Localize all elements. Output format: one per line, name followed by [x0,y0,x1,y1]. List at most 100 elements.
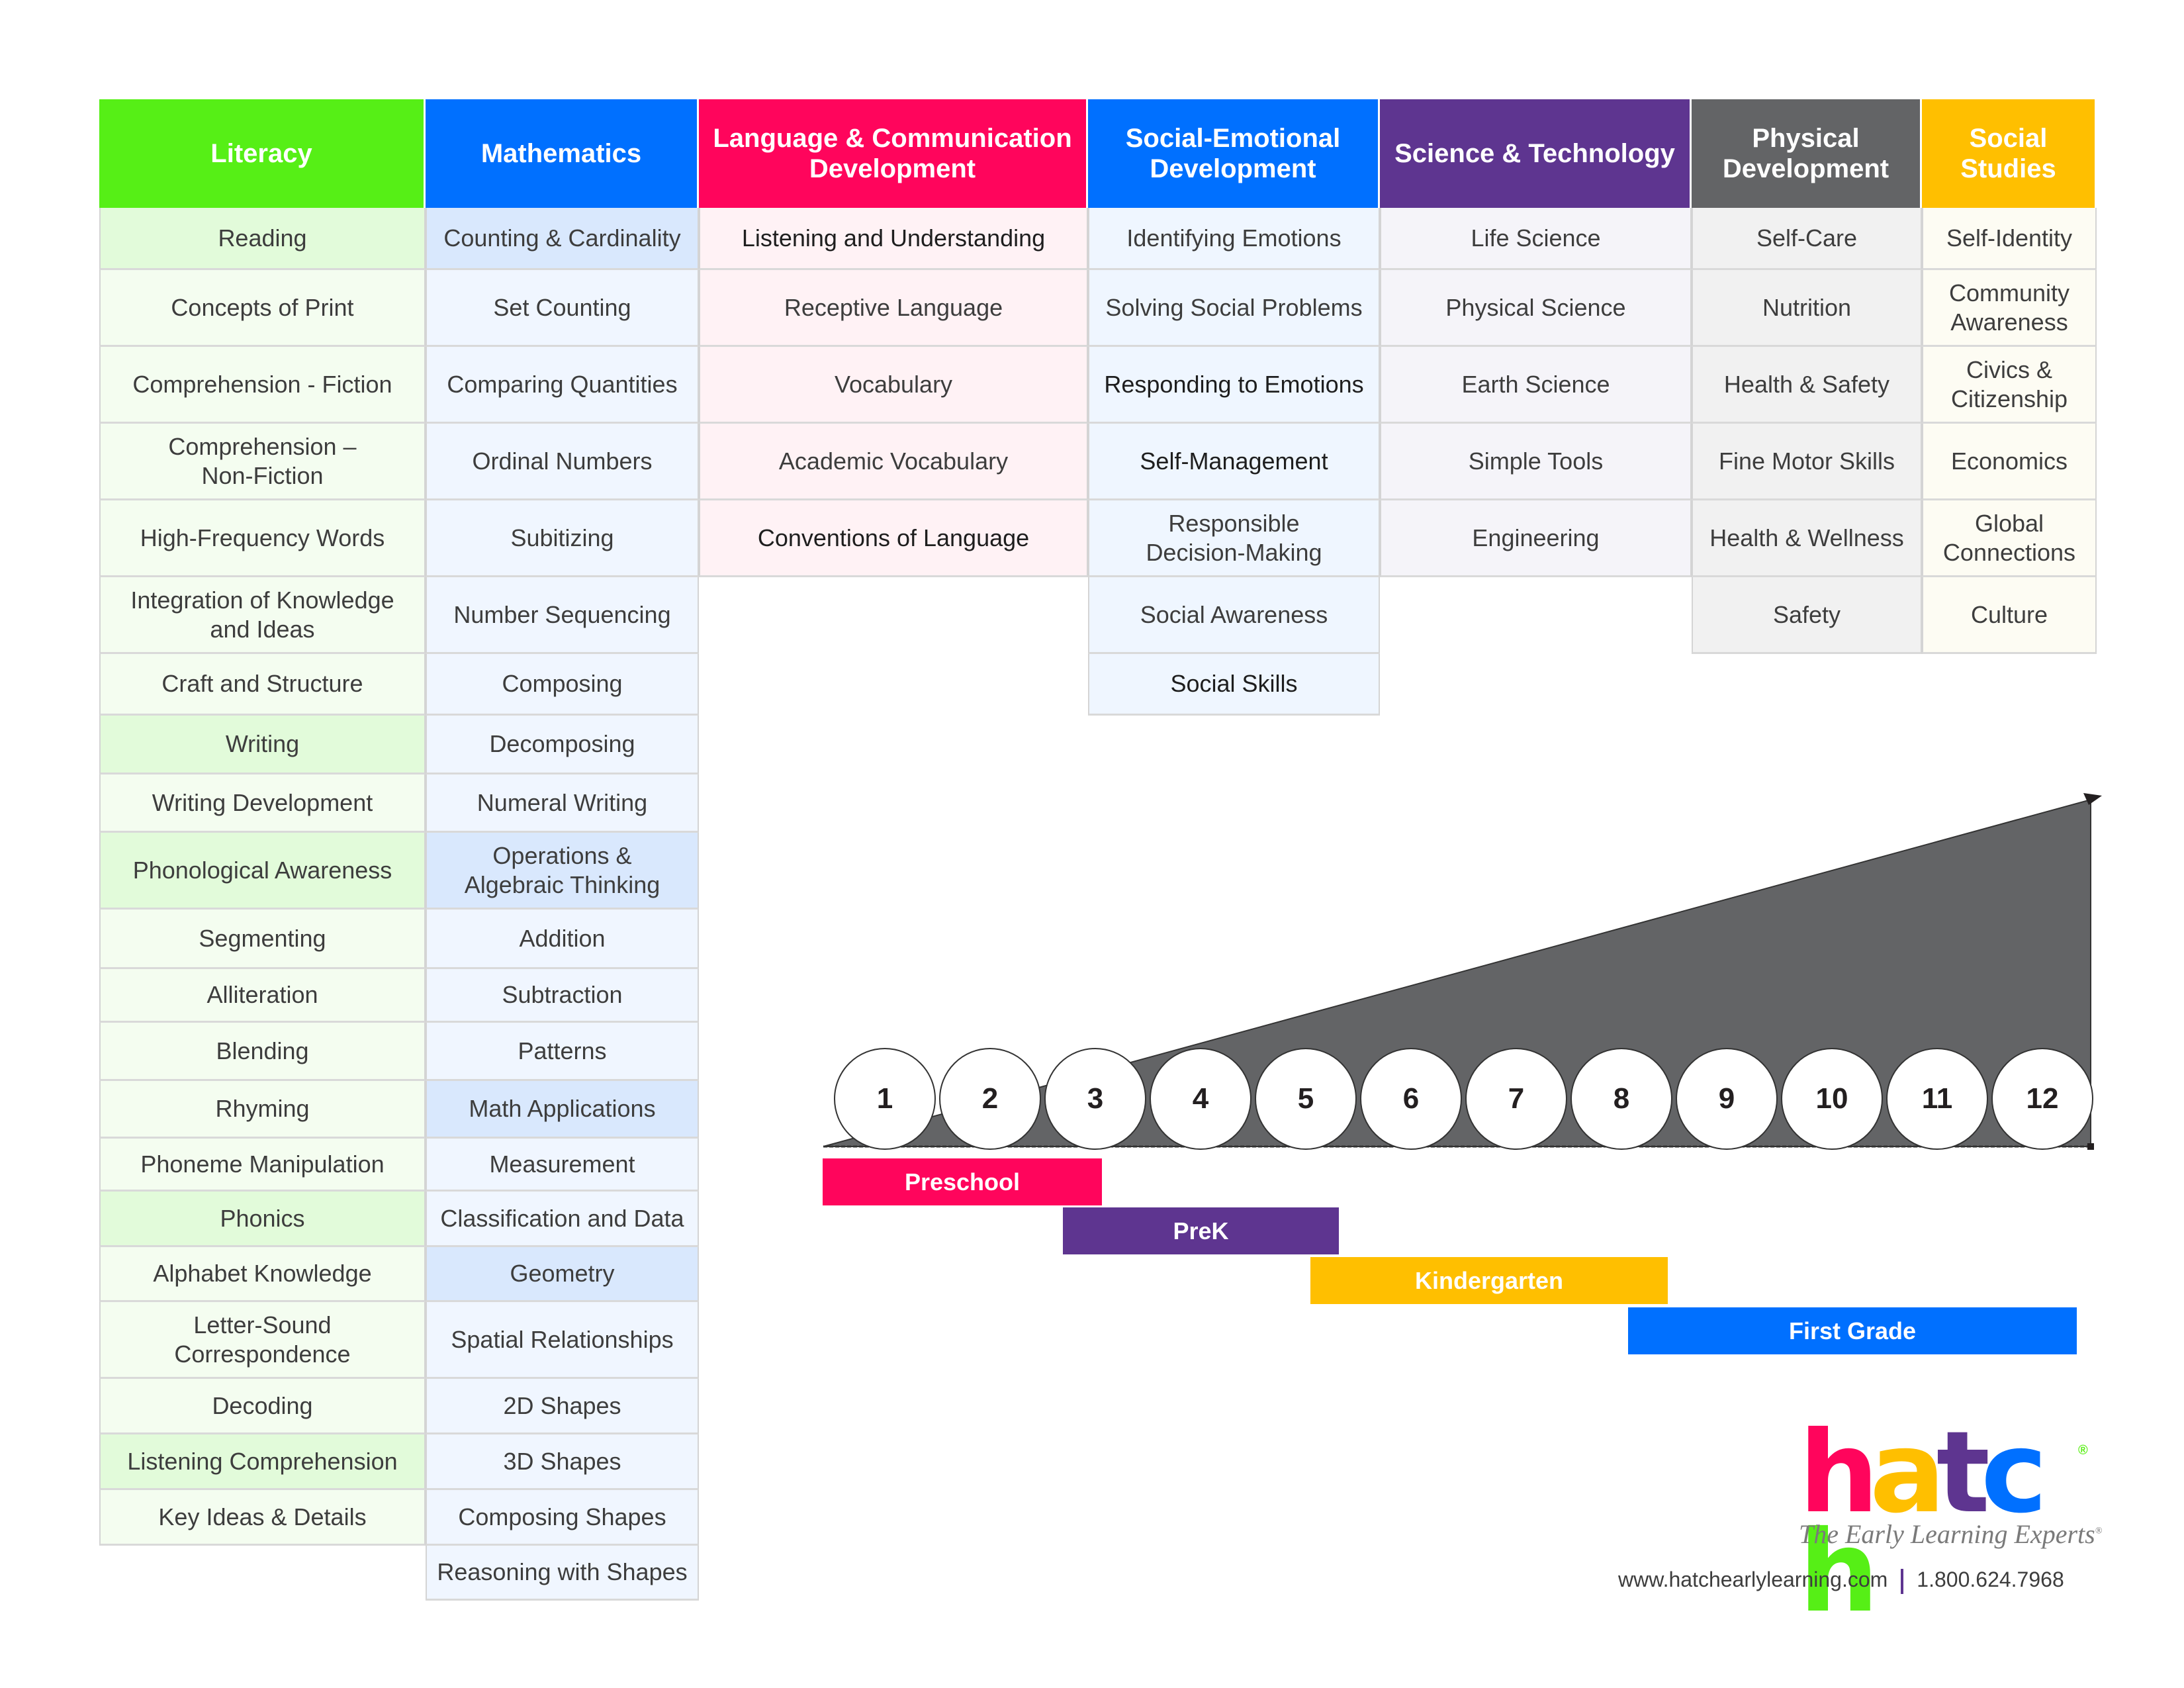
column-header-language: Language & Communication Development [699,99,1088,208]
hatch-logo: hatch ® [1799,1407,2090,1628]
skill-cell: Number Sequencing [426,577,699,654]
skill-cell: Community Awareness [1922,270,2097,347]
age-circle: 1 [834,1048,936,1150]
skill-cell: 3D Shapes [426,1434,699,1490]
skill-cell: Spatial Relationships [426,1302,699,1379]
skill-cell: Phonics [99,1192,426,1247]
skill-cell: Life Science [1380,208,1692,270]
logo-letter: h [1799,1507,1879,1638]
skill-cell: Health & Wellness [1692,500,1922,577]
skill-cell: Counting & Cardinality [426,208,699,270]
skill-cell: Reasoning with Shapes [426,1546,699,1601]
age-circle: 11 [1886,1048,1988,1150]
skill-cell: Classification and Data [426,1192,699,1247]
skill-cell: Phonological Awareness [99,833,426,910]
skill-cell: Engineering [1380,500,1692,577]
skill-cell: Letter-Sound Correspondence [99,1302,426,1379]
tagline: The Early Learning Experts® [1799,1519,2103,1549]
skill-cell: Comprehension - Fiction [99,347,426,424]
skill-cell: Health & Safety [1692,347,1922,424]
age-circle: 8 [1570,1048,1672,1150]
skill-cell: Identifying Emotions [1088,208,1380,270]
skill-cell: Segmenting [99,910,426,969]
skill-cell: Comparing Quantities [426,347,699,424]
skill-cell: Phoneme Manipulation [99,1139,426,1192]
skill-cell: High-Frequency Words [99,500,426,577]
skill-cell: Integration of Knowledge and Ideas [99,577,426,654]
skill-cell: Civics & Citizenship [1922,347,2097,424]
age-circle: 2 [939,1048,1041,1150]
skill-cell: Social Awareness [1088,577,1380,654]
grade-band-kindergarten: Kindergarten [1310,1257,1668,1304]
skill-cell: 2D Shapes [426,1379,699,1434]
logo-letter: a [1870,1407,1946,1538]
skill-cell: Solving Social Problems [1088,270,1380,347]
age-circle: 12 [1991,1048,2093,1150]
skill-cell: Numeral Writing [426,774,699,833]
column-header-literacy: Literacy [99,99,426,208]
skill-cell: Self-Identity [1922,208,2097,270]
column-header-social-emotional: Social-Emotional Development [1088,99,1380,208]
skill-cell: Academic Vocabulary [699,424,1088,500]
skill-cell: Ordinal Numbers [426,424,699,500]
skill-cell: Measurement [426,1139,699,1192]
skill-cell: Listening and Understanding [699,208,1088,270]
skill-cell: Writing [99,716,426,774]
skill-cell: Key Ideas & Details [99,1490,426,1546]
logo-wordmark: hatch [1799,1407,2090,1628]
skill-cell: Nutrition [1692,270,1922,347]
age-circle: 7 [1465,1048,1567,1150]
skill-cell: Blending [99,1023,426,1081]
logo-letter: t [1936,1407,1990,1538]
skill-cell: Simple Tools [1380,424,1692,500]
skill-cell: Safety [1692,577,1922,654]
age-circle: 6 [1360,1048,1462,1150]
skill-cell: Conventions of Language [699,500,1088,577]
arrow-head-icon [2083,793,2102,805]
column-header-mathematics: Mathematics [426,99,699,208]
age-circle: 5 [1255,1048,1357,1150]
skill-cell: Math Applications [426,1081,699,1139]
skill-cell: Concepts of Print [99,270,426,347]
skill-cell: Alphabet Knowledge [99,1247,426,1302]
skill-cell: Self-Management [1088,424,1380,500]
skill-cell: Subitizing [426,500,699,577]
skill-cell: Subtraction [426,969,699,1023]
age-circle: 9 [1676,1048,1778,1150]
skill-cell: Social Skills [1088,654,1380,716]
skill-cell: Composing Shapes [426,1490,699,1546]
age-circle: 3 [1044,1048,1146,1150]
skill-cell: Alliteration [99,969,426,1023]
logo-letter: h [1799,1407,1879,1538]
registered-mark: ® [2078,1443,2088,1458]
skill-cell: Comprehension – Non-Fiction [99,424,426,500]
skill-cell: Decomposing [426,716,699,774]
contact-footer: www.hatchearlylearning.com 1.800.624.7968 [1618,1568,2064,1594]
grade-band-prek: PreK [1063,1207,1339,1254]
skill-cell: Self-Care [1692,208,1922,270]
column-header-science: Science & Technology [1380,99,1692,208]
age-circle: 10 [1781,1048,1883,1150]
skill-cell: Responsible Decision-Making [1088,500,1380,577]
skill-cell: Patterns [426,1023,699,1081]
divider [1901,1568,1904,1594]
column-header-physical: Physical Development [1692,99,1922,208]
skill-cell: Composing [426,654,699,716]
skill-cell: Receptive Language [699,270,1088,347]
logo-letter: c [1981,1407,2048,1538]
skill-cell: Fine Motor Skills [1692,424,1922,500]
website-link[interactable]: www.hatchearlylearning.com [1618,1568,1888,1591]
skill-cell: Decoding [99,1379,426,1434]
phone-number: 1.800.624.7968 [1917,1568,2064,1591]
skill-cell: Earth Science [1380,347,1692,424]
skill-cell: Culture [1922,577,2097,654]
age-circle: 4 [1150,1048,1251,1150]
column-header-social-studies: Social Studies [1922,99,2097,208]
skill-cell: Rhyming [99,1081,426,1139]
grade-band-first-grade: First Grade [1628,1307,2077,1354]
skill-cell: Reading [99,208,426,270]
skill-cell: Responding to Emotions [1088,347,1380,424]
skill-cell: Global Connections [1922,500,2097,577]
skill-cell: Operations & Algebraic Thinking [426,833,699,910]
skill-cell: Physical Science [1380,270,1692,347]
